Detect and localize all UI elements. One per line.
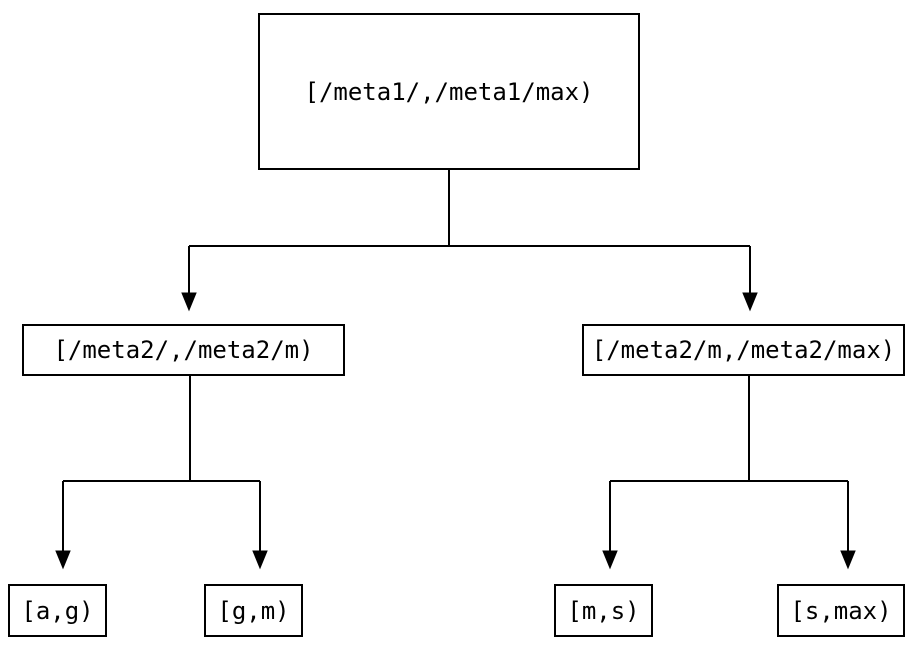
arrowhead-leaf-ms: [602, 550, 618, 570]
edge-left-children: [55, 376, 268, 570]
arrowhead-leaf-gm: [252, 550, 268, 570]
arrowhead-leaf-smax: [840, 550, 856, 570]
edge-root-children: [181, 170, 758, 312]
arrowhead-left-node: [181, 292, 197, 312]
tree-node-root: [/meta1/,/meta1/max): [258, 13, 640, 170]
tree-node-meta2-right: [/meta2/m,/meta2/max): [582, 324, 905, 376]
tree-leaf-gm: [g,m): [204, 584, 303, 637]
tree-leaf-smax: [s,max): [777, 584, 905, 637]
tree-node-meta2-left: [/meta2/,/meta2/m): [22, 324, 345, 376]
edge-right-children: [602, 376, 856, 570]
tree-leaf-ms: [m,s): [554, 584, 653, 637]
arrowhead-right-node: [742, 292, 758, 312]
tree-leaf-ag: [a,g): [8, 584, 107, 637]
arrowhead-leaf-ag: [55, 550, 71, 570]
